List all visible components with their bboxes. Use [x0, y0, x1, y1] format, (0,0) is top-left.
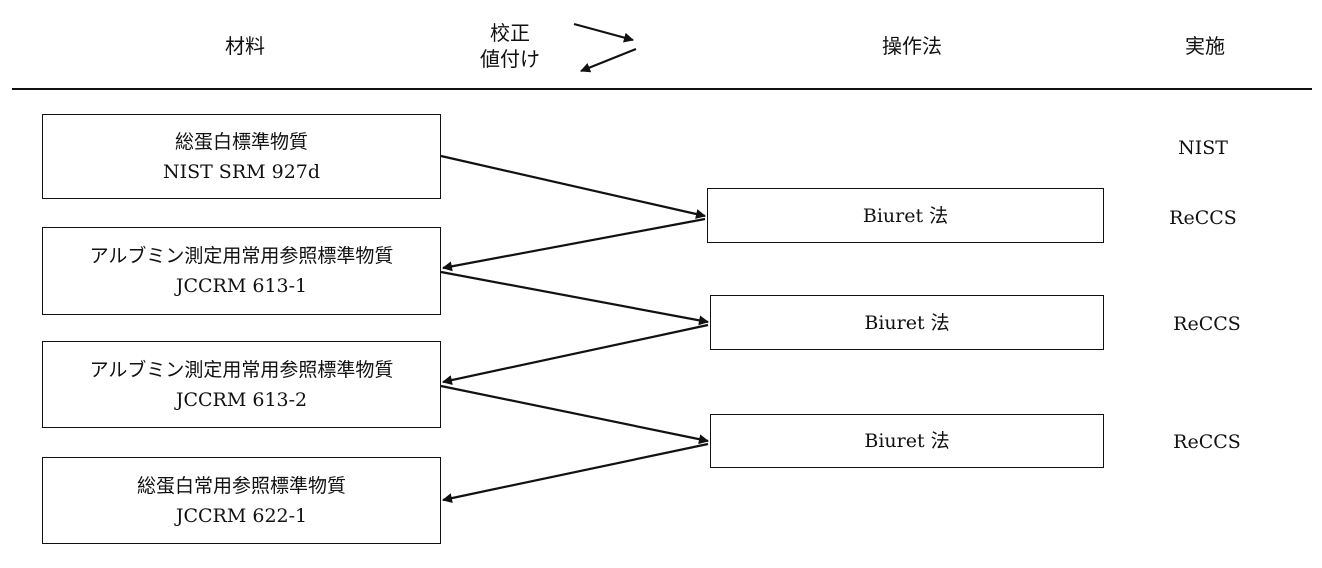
material-name: アルブミン測定用常用参照標準物質 [89, 358, 394, 381]
material-code: JCCRM 613-2 [175, 388, 308, 411]
value-assignment-arrow-3 [442, 442, 709, 504]
calibration-arrow-1 [440, 154, 706, 219]
implementer-reccs-1: ReCCS [1169, 207, 1237, 229]
value-assignment-arrow-2 [442, 323, 709, 385]
material-name: アルブミン測定用常用参照標準物質 [89, 245, 394, 267]
header-calibration-bottom: 値付け [480, 47, 540, 71]
header-calibration-top: 校正 [490, 21, 530, 45]
calibration-arrow-2 [440, 270, 709, 326]
material-box-jccrm-622-1: 総蛋白常用参照標準物質 JCCRM 622-1 [42, 457, 441, 544]
header-method: 操作法 [882, 34, 942, 58]
material-box-nist-srm-927d: 総蛋白標準物質 NIST SRM 927d [42, 114, 441, 199]
method-box-biuret-1: Biuret 法 [707, 188, 1104, 243]
material-name: 総蛋白常用参照標準物質 [136, 474, 346, 497]
header-calibration: 校正 値付け [470, 20, 550, 72]
material-box-jccrm-613-2: アルブミン測定用常用参照標準物質 JCCRM 613-2 [42, 341, 441, 428]
legend-value-assignment-arrow [580, 47, 637, 73]
header-divider [12, 88, 1312, 90]
method-label: Biuret 法 [864, 430, 950, 452]
header-implementation: 実施 [1185, 34, 1225, 58]
method-label: Biuret 法 [862, 204, 949, 227]
legend-calibration-arrow [573, 22, 634, 43]
calibration-arrow-3 [440, 384, 709, 445]
material-name: 総蛋白標準物質 [174, 130, 308, 153]
method-box-biuret-2: Biuret 法 [710, 295, 1104, 350]
implementer-reccs-2: ReCCS [1173, 313, 1241, 335]
material-code: JCCRM 622-1 [175, 504, 308, 527]
material-code: JCCRM 613-1 [175, 275, 308, 297]
method-box-biuret-3: Biuret 法 [710, 414, 1104, 468]
implementer-nist: NIST [1178, 137, 1228, 159]
material-code: NIST SRM 927d [162, 160, 321, 183]
material-box-jccrm-613-1: アルブミン測定用常用参照標準物質 JCCRM 613-1 [42, 227, 441, 315]
value-assignment-arrow-1 [442, 217, 706, 272]
implementer-reccs-3: ReCCS [1173, 431, 1241, 453]
header-material: 材料 [225, 34, 265, 58]
method-label: Biuret 法 [864, 311, 950, 334]
